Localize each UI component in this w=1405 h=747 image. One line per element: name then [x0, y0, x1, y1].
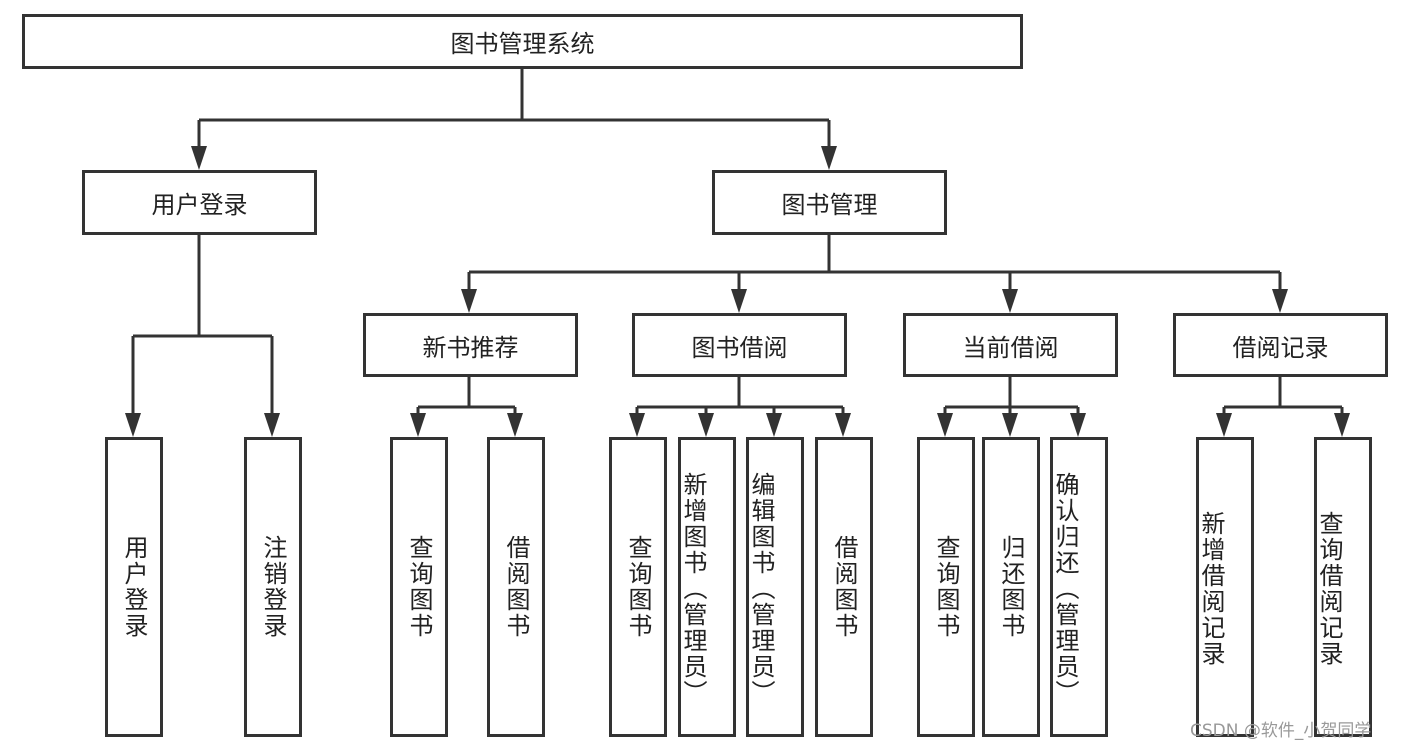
arrowhead-icon [264, 413, 280, 437]
leaf-node: 注销登录 [244, 437, 302, 737]
arrowhead-icon [629, 413, 645, 437]
arrowhead-icon [766, 413, 782, 437]
leaf-node: 借阅图书 [487, 437, 545, 737]
leaf-node: 编辑图书（管理员） [746, 437, 804, 737]
arrowhead-icon [507, 413, 523, 437]
node-module: 新书推荐 [363, 313, 578, 377]
node-root: 图书管理系统 [22, 14, 1023, 69]
node-module: 借阅记录 [1173, 313, 1388, 377]
node-book-management: 图书管理 [712, 170, 947, 235]
node-label: 用户登录 [151, 191, 248, 219]
arrowhead-icon [191, 146, 207, 170]
leaf-node: 查询借阅记录 [1314, 437, 1372, 737]
leaf-node: 查询图书 [917, 437, 975, 737]
node-label: 查询图书 [932, 535, 960, 639]
arrowhead-icon [1334, 413, 1350, 437]
arrowhead-icon [125, 413, 141, 437]
arrowhead-icon [1002, 413, 1018, 437]
node-label: 查询借阅记录 [1315, 511, 1343, 667]
arrowhead-icon [698, 413, 714, 437]
node-label: 注销登录 [259, 535, 287, 639]
node-label: 借阅图书 [830, 535, 858, 639]
leaf-node: 确认归还（管理员） [1050, 437, 1108, 737]
node-label: 确认归还（管理员） [1051, 472, 1079, 706]
node-label: 新书推荐 [422, 333, 519, 362]
arrowhead-icon [461, 289, 477, 313]
arrowhead-icon [1002, 289, 1018, 313]
node-label: 图书借阅 [691, 333, 788, 362]
node-label: 用户登录 [120, 535, 148, 639]
node-label: 编辑图书（管理员） [747, 472, 775, 706]
node-label: 借阅记录 [1232, 333, 1329, 362]
arrowhead-icon [937, 413, 953, 437]
node-label: 新增借阅记录 [1197, 511, 1225, 667]
leaf-node: 用户登录 [105, 437, 163, 737]
leaf-node: 归还图书 [982, 437, 1040, 737]
arrowhead-icon [731, 289, 747, 313]
leaf-node: 新增图书（管理员） [678, 437, 736, 737]
node-module: 当前借阅 [903, 313, 1118, 377]
node-label: 图书管理系统 [450, 30, 595, 58]
node-label: 当前借阅 [962, 333, 1059, 362]
node-label: 查询图书 [624, 535, 652, 639]
arrowhead-icon [1070, 413, 1086, 437]
node-module: 图书借阅 [632, 313, 847, 377]
node-label: 归还图书 [997, 535, 1025, 639]
arrowhead-icon [1216, 413, 1232, 437]
node-user-login: 用户登录 [82, 170, 317, 235]
node-label: 图书管理 [781, 191, 878, 219]
node-label: 借阅图书 [502, 535, 530, 639]
leaf-node: 新增借阅记录 [1196, 437, 1254, 737]
node-label: 查询图书 [405, 535, 433, 639]
watermark: CSDN @软件_小贺同学 [1190, 721, 1372, 741]
leaf-node: 借阅图书 [815, 437, 873, 737]
arrowhead-icon [410, 413, 426, 437]
leaf-node: 查询图书 [390, 437, 448, 737]
node-label: 新增图书（管理员） [679, 472, 707, 706]
arrowhead-icon [1272, 289, 1288, 313]
leaf-node: 查询图书 [609, 437, 667, 737]
arrowhead-icon [821, 146, 837, 170]
arrowhead-icon [835, 413, 851, 437]
